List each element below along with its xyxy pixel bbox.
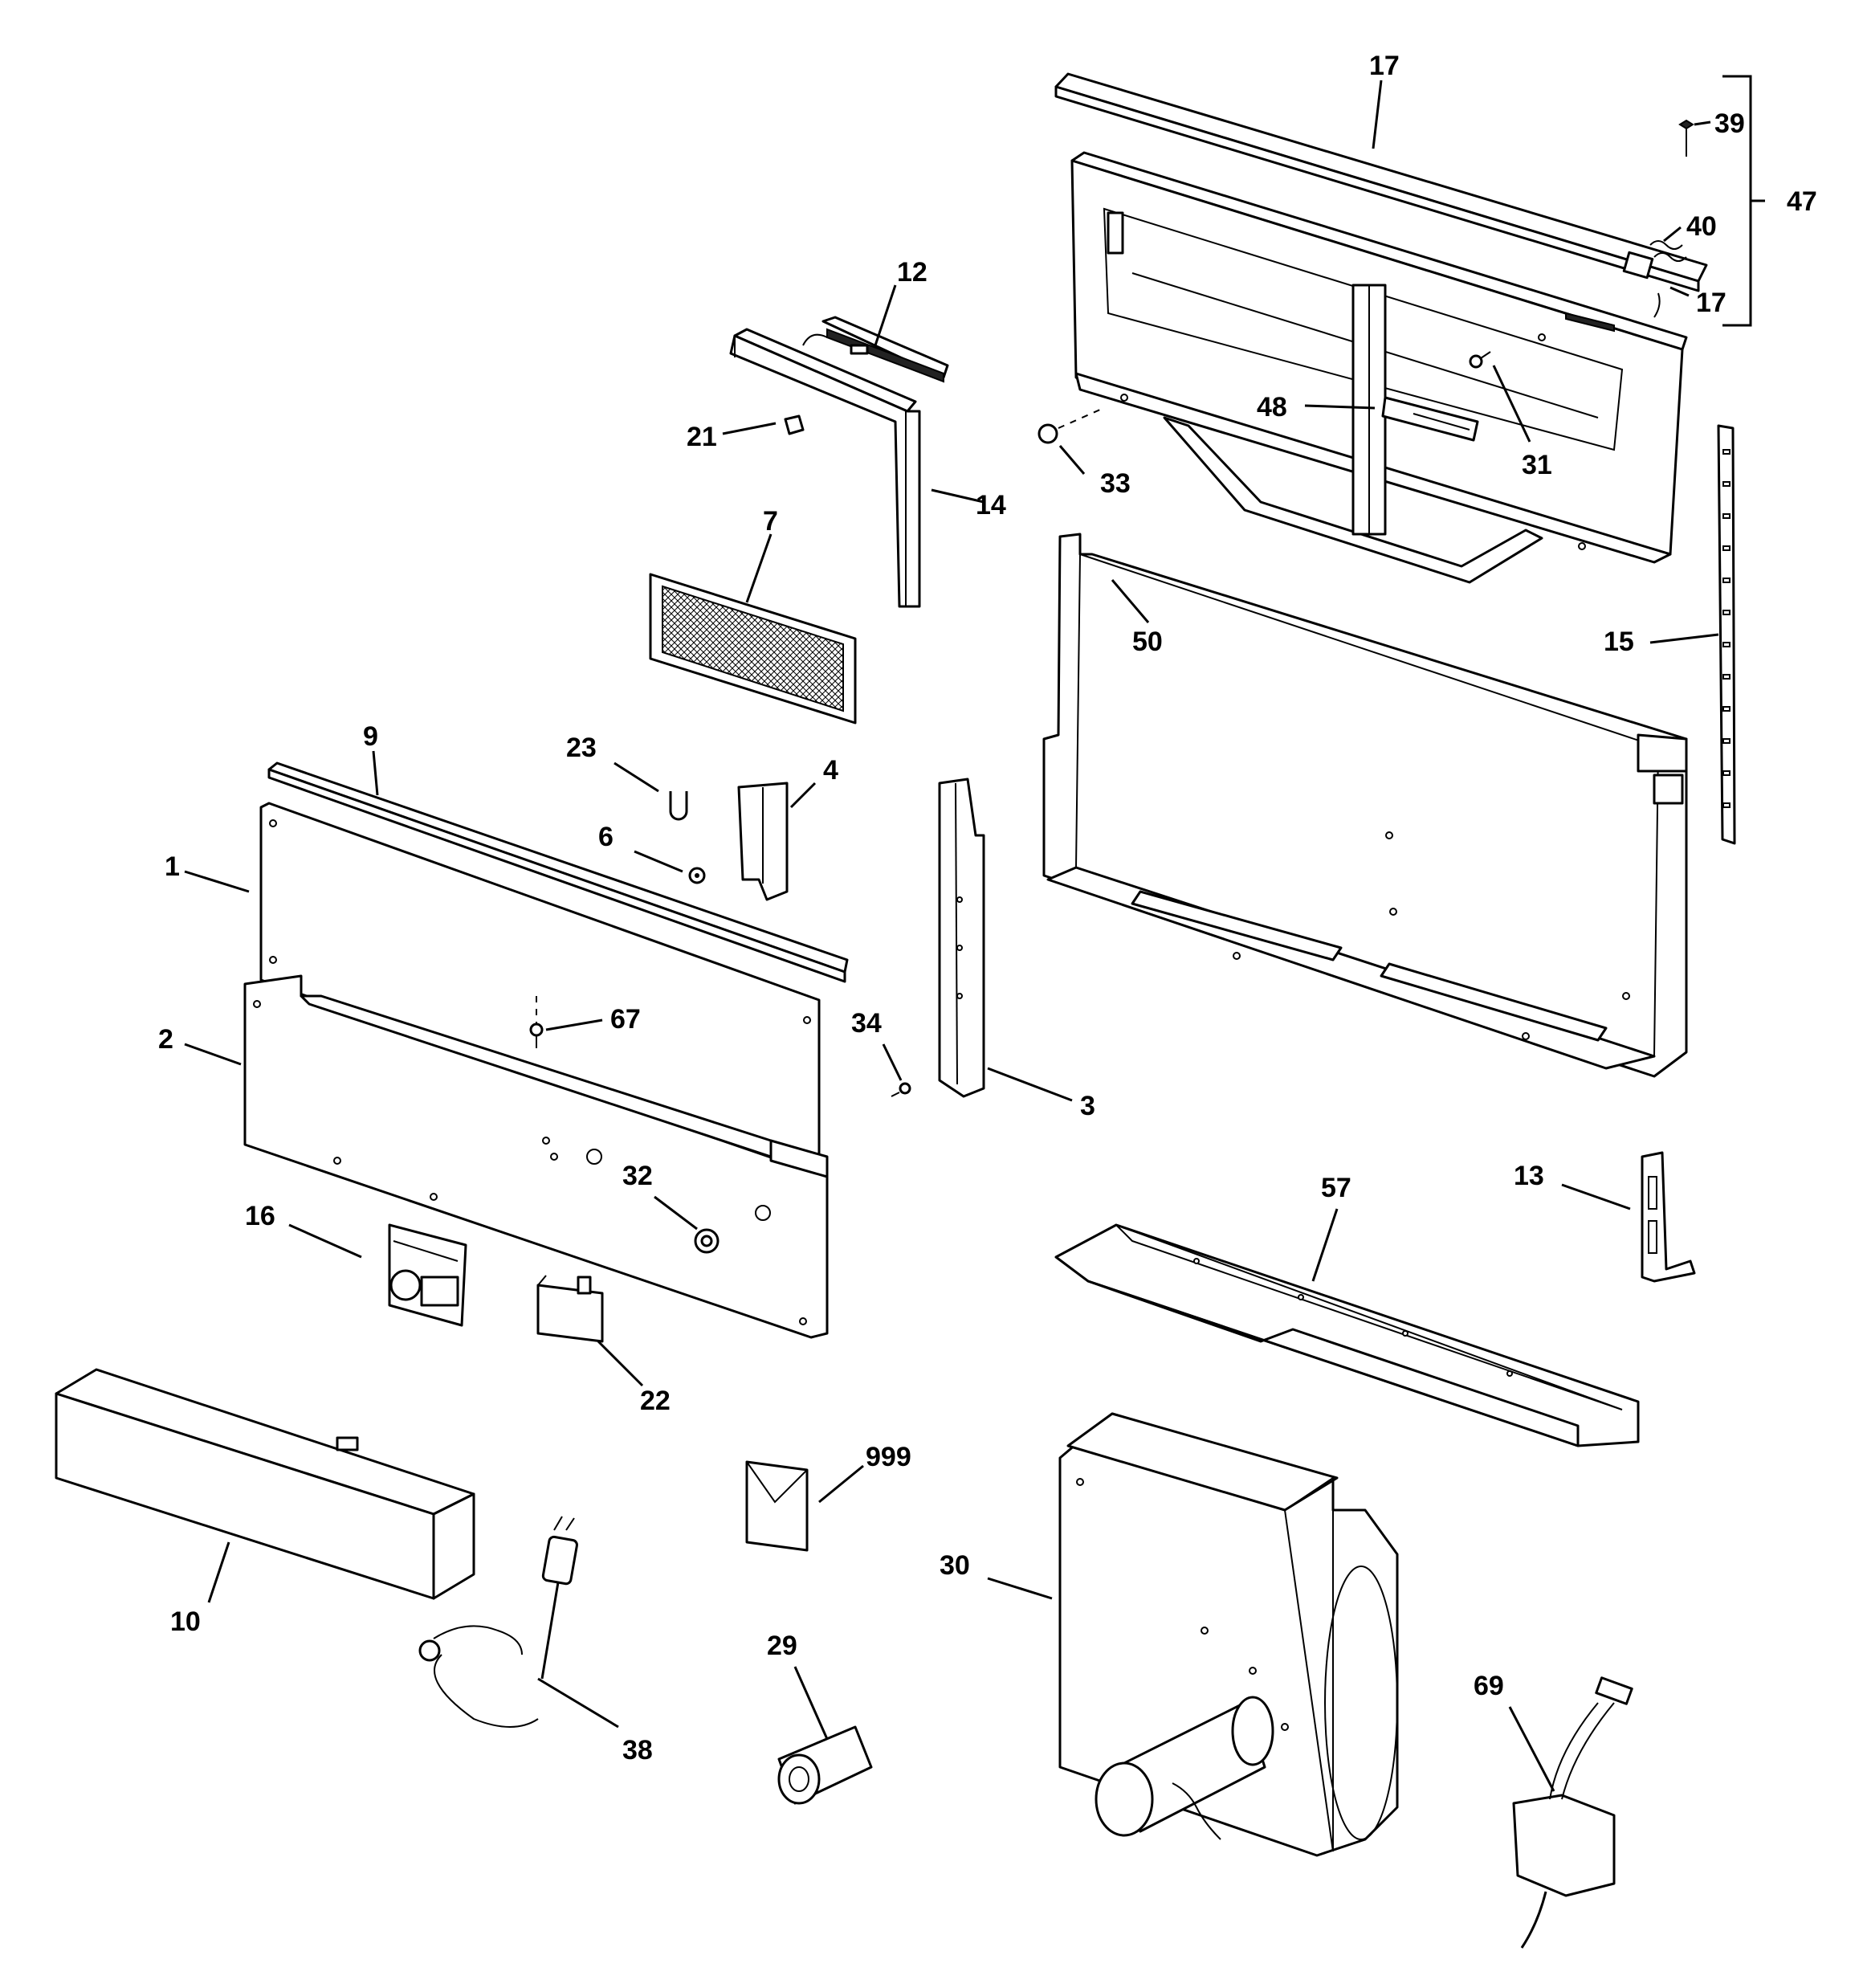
part-39-clip <box>1678 119 1694 157</box>
part-67-screw <box>529 996 544 1048</box>
part-30-blower <box>1058 1412 1399 1857</box>
part-40-wire-nut <box>1649 240 1687 318</box>
callout-48: 48 <box>1257 392 1287 423</box>
part-21-clip <box>784 414 805 435</box>
callout-17-top: 17 <box>1369 51 1400 81</box>
callout-14: 14 <box>976 490 1006 520</box>
part-33-plug <box>1037 409 1101 444</box>
part-32-grommet <box>694 1228 720 1254</box>
part-22-terminal <box>536 1275 604 1343</box>
upper-housing-frame <box>1070 151 1688 584</box>
callout-30: 30 <box>940 1550 970 1581</box>
part-3-channel <box>938 778 985 1098</box>
callout-13: 13 <box>1514 1161 1544 1191</box>
part-999-manual <box>745 1460 809 1552</box>
callout-23: 23 <box>566 733 597 763</box>
callout-9: 9 <box>363 721 378 752</box>
callout-labels: 17 39 47 40 17 12 48 31 21 14 33 7 50 15… <box>158 51 1817 1766</box>
callout-38: 38 <box>622 1735 653 1766</box>
part-1-front-panel <box>259 802 821 1178</box>
part-4-bracket <box>737 782 789 901</box>
part-2-front-panel <box>243 974 829 1339</box>
callout-33: 33 <box>1100 468 1131 499</box>
callout-17-side: 17 <box>1696 288 1726 318</box>
part-48-label <box>1381 396 1479 442</box>
callout-10: 10 <box>170 1606 201 1637</box>
callout-3: 3 <box>1080 1091 1095 1121</box>
part-69-module <box>1512 1676 1633 1949</box>
part-9-strip <box>267 761 849 983</box>
callout-29: 29 <box>767 1631 797 1661</box>
callout-22: 22 <box>640 1386 671 1416</box>
part-10-duct <box>55 1368 475 1600</box>
part-16-relay <box>388 1223 467 1327</box>
part-6-grommet <box>688 867 706 884</box>
part-57-channel <box>1054 1223 1640 1447</box>
part-31-screw <box>1469 351 1491 369</box>
part-7-filter <box>649 573 857 725</box>
callout-1: 1 <box>165 851 180 882</box>
part-12-switch-bracket <box>802 316 949 383</box>
callout-32: 32 <box>622 1161 653 1191</box>
part-34-screw <box>891 1082 911 1097</box>
callout-57: 57 <box>1321 1173 1351 1203</box>
main-box-housing <box>1042 533 1688 1078</box>
callout-50: 50 <box>1132 627 1163 657</box>
callout-12: 12 <box>897 257 927 288</box>
part-29-capacitor <box>777 1725 873 1805</box>
callout-4: 4 <box>823 755 838 786</box>
callout-40: 40 <box>1686 211 1717 242</box>
callout-39: 39 <box>1714 108 1745 139</box>
part-13-bracket <box>1641 1151 1696 1283</box>
callout-7: 7 <box>763 506 778 537</box>
part-23-u-clip <box>669 791 688 821</box>
part-14-l-bracket <box>729 328 921 608</box>
callout-15: 15 <box>1604 627 1634 657</box>
callout-16: 16 <box>245 1201 275 1231</box>
part-17-top-trim <box>1054 72 1708 292</box>
callout-31: 31 <box>1522 450 1552 480</box>
callout-21: 21 <box>687 422 717 452</box>
callout-999: 999 <box>866 1442 911 1472</box>
callout-6: 6 <box>598 822 614 852</box>
callout-69: 69 <box>1474 1671 1504 1701</box>
callout-67: 67 <box>610 1004 641 1035</box>
callout-34: 34 <box>851 1008 882 1039</box>
callout-47: 47 <box>1787 186 1817 217</box>
callout-2: 2 <box>158 1024 173 1055</box>
part-15-strap <box>1717 424 1736 845</box>
leader-lines <box>184 75 1765 1792</box>
part-38-power-cord <box>418 1516 578 1728</box>
